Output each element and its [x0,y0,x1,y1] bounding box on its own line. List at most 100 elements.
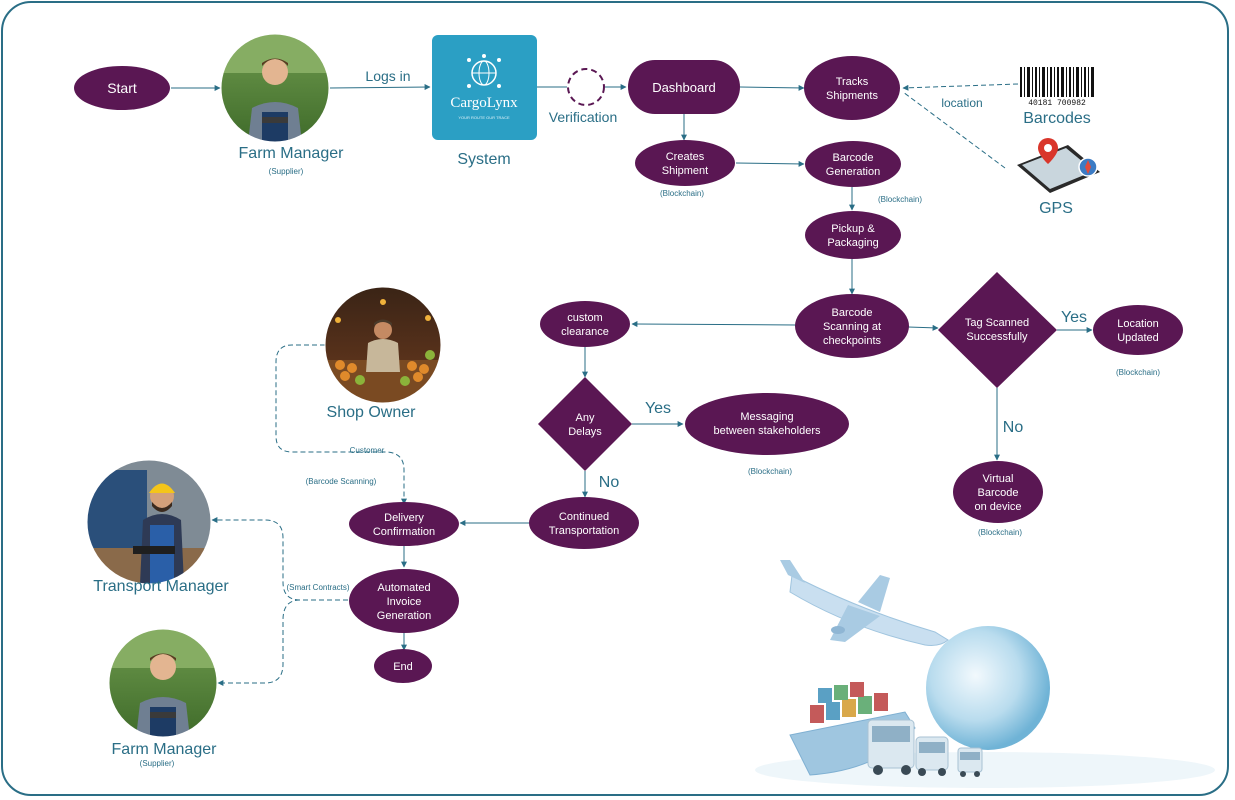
node-location-line2: Updated [1117,332,1159,344]
node-virtual-barcode: Virtual Barcode on device [953,461,1043,523]
farm-manager-photo-border [220,33,330,143]
globe-image [926,626,1050,750]
node-invoice-line2: Invoice [387,596,422,608]
verification-circle [567,68,605,106]
transport-manager-photo-border [86,459,212,585]
farm-manager-role: (Supplier) [269,167,304,176]
barcode-number: 40181 700982 [1028,99,1086,108]
node-barcode-gen-line2: Generation [826,166,880,178]
barcode-icon: 40181 700982 [1018,66,1096,108]
node-tag-scanned: Tag Scanned Successfully [938,272,1057,388]
annotation-virtual-blockchain: (Blockchain) [978,528,1022,537]
annotation-barcode-gen-blockchain: (Blockchain) [878,195,922,204]
node-pickup-line2: Packaging [827,237,878,249]
edge-label-no-tag: No [1003,419,1024,436]
node-custom-clearance: custom clearance [540,301,630,347]
annotation-barcode-scanning: (Barcode Scanning) [306,477,377,486]
edge-scanning-custom [631,321,797,328]
node-tag-line2: Successfully [966,331,1028,343]
edge-label-yes-delay: Yes [645,400,671,417]
edge-label-yes-tag: Yes [1061,309,1087,326]
node-barcode-scanning: Barcode Scanning at checkpoints [795,294,909,358]
node-location-updated: Location Updated [1093,305,1183,355]
edge-invoice-transport [211,517,348,601]
transport-manager-name: Transport Manager [93,578,229,595]
node-automated-invoice: Automated Invoice Generation [349,569,459,633]
node-continued-line2: Transportation [549,525,620,537]
node-invoice-line3: Generation [377,610,431,622]
node-dashboard: Dashboard [628,60,740,114]
edge-label-location: location [941,96,982,110]
node-scanning-line2: Scanning at [823,321,881,333]
node-messaging-line2: between stakeholders [713,425,821,437]
system-logo-title: CargoLynx [450,95,518,111]
node-dashboard-label: Dashboard [652,80,716,95]
barcodes-label: Barcodes [1023,110,1091,127]
node-delays-line1: Any [576,412,595,424]
farm-manager-bottom-role: (Supplier) [140,759,175,768]
shop-owner-name: Shop Owner [327,404,417,421]
edge-shop-delivery [275,344,407,505]
edges [171,83,1093,686]
node-delays-line2: Delays [568,426,602,438]
system-label: System [457,151,510,168]
node-scanning-line3: checkpoints [823,335,882,347]
node-barcode-gen-line1: Barcode [833,152,874,164]
edge-scanning-tag [907,324,939,331]
annotation-customer: Customer [350,446,385,455]
logistics-illustration [755,560,1215,788]
system-logo-tagline: YOUR ROUTE OUR TRACE [458,115,510,120]
node-messaging: Messaging between stakeholders [685,393,849,455]
shop-owner-photo [325,287,441,403]
node-tracks-line1: Tracks [836,76,869,88]
node-invoice-line1: Automated [377,582,430,594]
node-virtual-line1: Virtual [983,473,1014,485]
node-continued-transportation: Continued Transportation [529,497,639,549]
node-start: Start [74,66,170,110]
node-custom-line2: clearance [561,326,609,338]
node-end-label: End [393,661,413,673]
node-tracks-line2: Shipments [826,90,878,102]
edge-label-verification: Verification [549,109,617,125]
annotation-creates-blockchain: (Blockchain) [660,189,704,198]
system-logo: CargoLynx YOUR ROUTE OUR TRACE [432,35,537,140]
node-virtual-line3: on device [974,501,1021,513]
node-pickup-line1: Pickup & [831,223,875,235]
edge-label-logs-in: Logs in [365,68,410,84]
node-messaging-line1: Messaging [740,411,793,423]
node-scanning-line1: Barcode [832,307,873,319]
node-delivery-confirmation: Delivery Confirmation [349,502,459,546]
node-delivery-line1: Delivery [384,512,424,524]
transport-manager-photo [87,460,211,584]
edge-label-no-delay: No [599,474,620,491]
gps-label: GPS [1039,200,1073,217]
node-creates-line1: Creates [666,151,705,163]
edge-gps-tracks [902,91,1006,169]
node-creates-shipment: Creates Shipment [635,140,735,186]
node-delivery-line2: Confirmation [373,526,435,538]
annotation-location-blockchain: (Blockchain) [1116,368,1160,377]
edge-creates-barcode-gen [735,160,805,167]
node-tracks-shipments: Tracks Shipments [804,56,900,120]
edge-barcodes-tracks [902,83,1019,91]
truck-image [867,719,915,775]
airplane-image [780,560,949,646]
shop-owner-photo-border [324,286,442,404]
node-location-line1: Location [1117,318,1159,330]
node-pickup-packaging: Pickup & Packaging [805,211,901,259]
small-van-image [957,747,983,777]
farm-manager-name: Farm Manager [239,145,345,162]
node-virtual-line2: Barcode [978,487,1019,499]
annotation-smart-contracts: (Smart Contracts) [286,583,349,592]
node-custom-line1: custom [567,312,602,324]
node-start-label: Start [107,80,137,96]
node-continued-line1: Continued [559,511,609,523]
node-any-delays: Any Delays [538,377,632,471]
van-image [915,736,949,776]
edge-invoice-farm [217,599,348,686]
edge-dashboard-tracks [739,84,805,91]
farm-manager-bottom-name: Farm Manager [112,741,218,758]
node-barcode-generation: Barcode Generation [805,141,901,187]
